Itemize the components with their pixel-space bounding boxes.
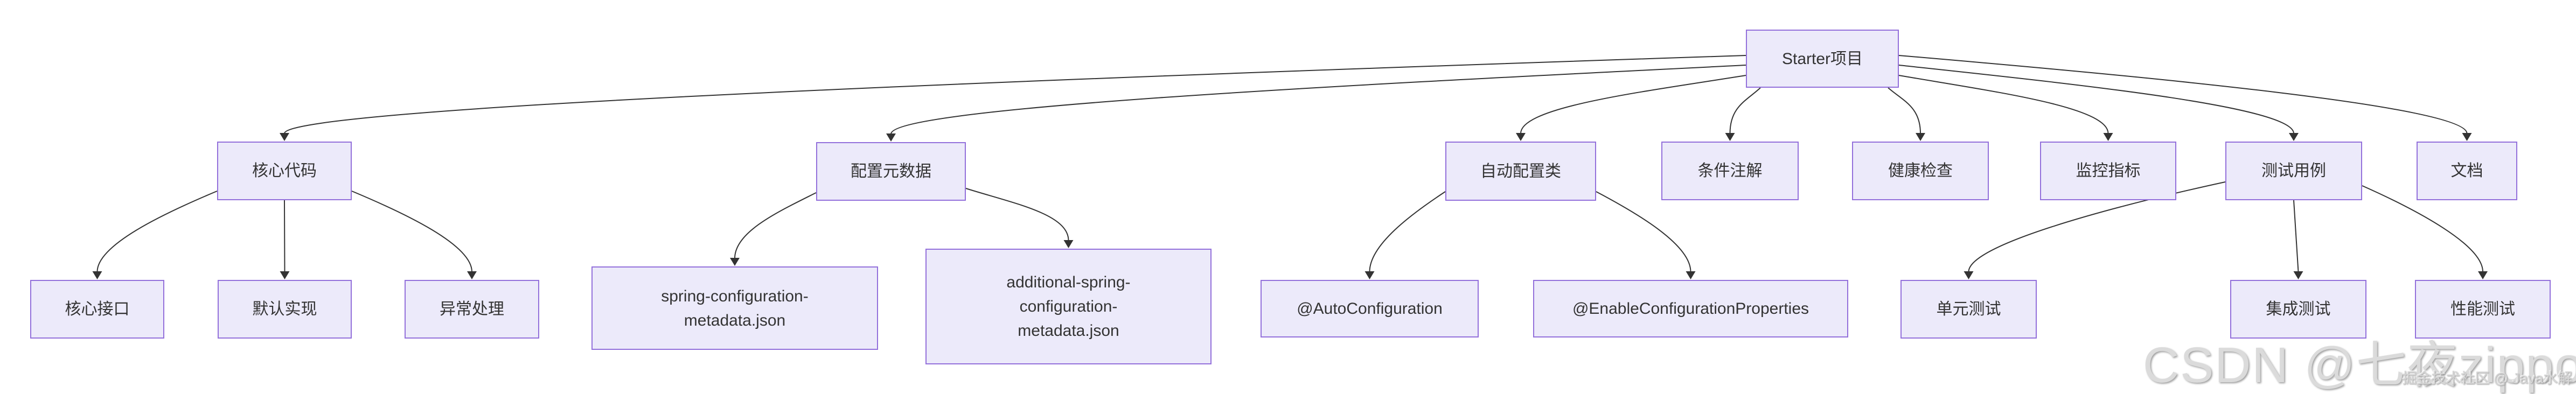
node-default_impl: 默认实现: [218, 280, 352, 339]
arrowhead-starter-metrics: [2103, 133, 2113, 141]
arrowhead-config_meta-spring_meta: [730, 258, 740, 266]
node-cond_anno: 条件注解: [1661, 142, 1799, 200]
arrowhead-core_code-core_iface: [92, 271, 102, 279]
arrowhead-auto_config-auto_conf_anno: [1364, 271, 1375, 279]
arrowhead-starter-health: [1916, 133, 1925, 141]
arrowhead-auto_config-enable_props: [1686, 271, 1696, 279]
edge-auto_config-enable_props: [1596, 191, 1691, 272]
edge-starter-config_meta: [890, 65, 1746, 135]
node-test_cases: 测试用例: [2225, 142, 2362, 200]
arrowhead-starter-cond_anno: [1725, 133, 1735, 141]
edge-core_code-default_impl: [284, 200, 286, 272]
arrowhead-test_cases-perf_test: [2478, 271, 2488, 279]
node-perf_test: 性能测试: [2415, 280, 2551, 339]
edge-config_meta-additional_meta: [965, 188, 1069, 241]
edge-test_cases-perf_test: [2362, 185, 2483, 272]
node-starter: Starter项目: [1746, 30, 1899, 88]
node-auto_conf_anno: @AutoConfiguration: [1261, 280, 1479, 337]
arrowhead-test_cases-unit_test: [1964, 271, 1974, 279]
arrowhead-starter-docs: [2462, 133, 2472, 141]
edge-starter-auto_config: [1520, 75, 1746, 134]
watermark-csdn: CSDN @七夜zippoe: [2143, 337, 2576, 393]
arrowhead-test_cases-integration_test: [2293, 271, 2303, 279]
node-unit_test: 单元测试: [1900, 280, 2037, 339]
edge-config_meta-spring_meta: [734, 192, 817, 259]
node-core_code: 核心代码: [217, 142, 352, 200]
node-docs: 文档: [2417, 142, 2517, 200]
edge-core_code-exception: [351, 191, 472, 272]
node-health: 健康检查: [1852, 142, 1989, 200]
arrowhead-core_code-default_impl: [280, 271, 290, 279]
node-spring_meta: spring-configuration- metadata.json: [591, 266, 878, 350]
arrowhead-starter-config_meta: [886, 133, 896, 142]
arrowhead-starter-core_code: [280, 133, 289, 141]
node-exception: 异常处理: [405, 280, 539, 339]
edge-starter-docs: [1898, 55, 2468, 134]
edge-starter-metrics: [1898, 75, 2109, 134]
edge-starter-cond_anno: [1729, 87, 1761, 134]
arrowhead-starter-auto_config: [1516, 133, 1526, 141]
node-enable_props: @EnableConfigurationProperties: [1533, 280, 1848, 337]
node-config_meta: 配置元数据: [816, 142, 966, 201]
node-metrics: 监控指标: [2040, 142, 2176, 200]
node-auto_config: 自动配置类: [1445, 142, 1596, 201]
watermark-juejin: 掘金技术社区 @ Java水解: [2402, 370, 2572, 386]
edge-starter-health: [1888, 87, 1921, 134]
edge-core_code-core_iface: [96, 191, 218, 272]
node-integration_test: 集成测试: [2230, 280, 2366, 339]
arrowhead-config_meta-additional_meta: [1063, 240, 1074, 248]
edge-starter-test_cases: [1898, 65, 2294, 134]
arrowhead-starter-test_cases: [2289, 133, 2299, 141]
edge-starter-core_code: [284, 55, 1746, 134]
arrowhead-core_code-exception: [467, 271, 477, 279]
node-core_iface: 核心接口: [30, 280, 164, 339]
node-additional_meta: additional-spring- configuration- metada…: [925, 249, 1212, 364]
edge-auto_config-auto_conf_anno: [1369, 191, 1446, 272]
edge-test_cases-integration_test: [2293, 200, 2299, 272]
